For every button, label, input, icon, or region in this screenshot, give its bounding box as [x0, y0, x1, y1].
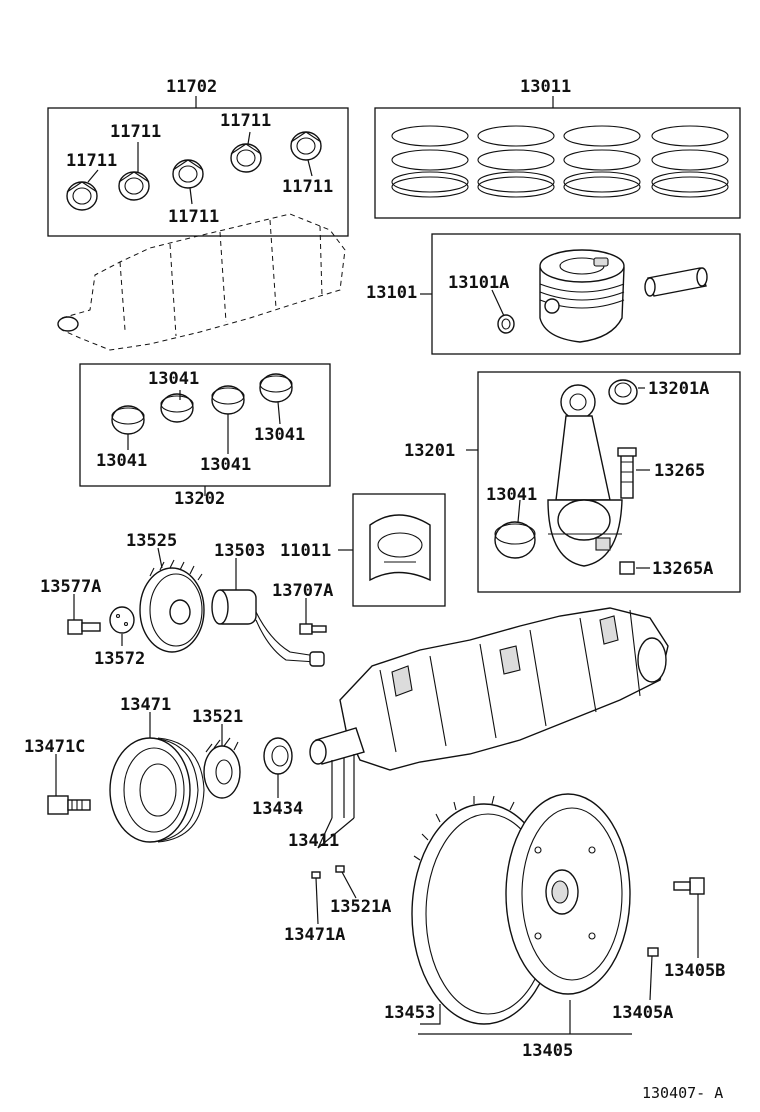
bearing-shell-5[interactable] — [290, 131, 322, 161]
bearing-shell-3[interactable] — [172, 159, 204, 189]
label-13405A[interactable]: 13405A — [612, 1003, 673, 1023]
connecting-rod-bearing-single[interactable] — [494, 521, 536, 559]
label-13202[interactable]: 13202 — [174, 489, 225, 509]
label-13471A[interactable]: 13471A — [284, 925, 345, 945]
gear-key[interactable] — [335, 865, 345, 873]
connecting-rod-nut[interactable] — [619, 561, 635, 575]
label-11011[interactable]: 11011 — [280, 541, 331, 561]
rod-bearing-shell-4[interactable] — [259, 373, 293, 403]
label-13471C[interactable]: 13471C — [24, 737, 85, 757]
piston-pin-snap-ring[interactable] — [497, 314, 515, 334]
bearing-shell-2[interactable] — [118, 171, 150, 201]
piston-pin[interactable] — [644, 267, 708, 297]
label-13041-b[interactable]: 13041 — [254, 425, 305, 445]
piston-ring-set-3[interactable] — [563, 125, 641, 198]
gasket-kit-bearing[interactable] — [369, 514, 431, 582]
piston-ring-sets — [391, 125, 729, 198]
pulley-bolt[interactable] — [47, 795, 91, 815]
diagram-reference-code: 130407- A — [642, 1084, 723, 1102]
bearing-shell-4[interactable] — [230, 143, 262, 173]
label-11711-a[interactable]: 11711 — [110, 122, 161, 142]
bearing-shell-1[interactable] — [66, 181, 98, 211]
flywheel-dowel-pin[interactable] — [647, 947, 659, 957]
label-11711-d[interactable]: 11711 — [282, 177, 333, 197]
piston-ring-set-box — [374, 107, 741, 219]
label-13265A[interactable]: 13265A — [652, 559, 713, 579]
label-11711-c[interactable]: 11711 — [66, 151, 117, 171]
label-13265[interactable]: 13265 — [654, 461, 705, 481]
label-13707A[interactable]: 13707A — [272, 581, 333, 601]
crankshaft-front-spacer[interactable] — [263, 737, 293, 775]
label-13411[interactable]: 13411 — [288, 831, 339, 851]
piston-ring-set-2[interactable] — [477, 125, 555, 198]
timing-gear-bolt[interactable] — [67, 619, 101, 635]
label-13101A[interactable]: 13101A — [448, 273, 509, 293]
connecting-rod-bearing-shells — [111, 373, 293, 435]
main-bearing-shells — [66, 131, 322, 211]
label-13453[interactable]: 13453 — [384, 1003, 435, 1023]
flywheel[interactable] — [505, 793, 631, 995]
label-13521[interactable]: 13521 — [192, 707, 243, 727]
crank-position-sensor[interactable] — [211, 589, 325, 667]
connecting-rod-bolt[interactable] — [617, 447, 637, 499]
crankshaft-timing-gear[interactable] — [139, 559, 205, 653]
connecting-rod[interactable] — [547, 384, 623, 567]
label-13405B[interactable]: 13405B — [664, 961, 725, 981]
connecting-rod-assembly-box — [477, 371, 741, 593]
piston[interactable] — [539, 249, 625, 343]
rod-bearing-shell-1[interactable] — [111, 405, 145, 435]
label-13521A[interactable]: 13521A — [330, 897, 391, 917]
crankshaft-pulley[interactable] — [109, 737, 205, 843]
label-13041-a[interactable]: 13041 — [148, 369, 199, 389]
leader-lines — [55, 96, 699, 1035]
label-13201A[interactable]: 13201A — [648, 379, 709, 399]
timing-gear-washer[interactable] — [109, 606, 135, 634]
label-11702[interactable]: 11702 — [166, 77, 217, 97]
label-13572[interactable]: 13572 — [94, 649, 145, 669]
label-11711-b[interactable]: 11711 — [220, 111, 271, 131]
label-13011[interactable]: 13011 — [520, 77, 571, 97]
label-13434[interactable]: 13434 — [252, 799, 303, 819]
label-13405[interactable]: 13405 — [522, 1041, 573, 1061]
label-13041-e[interactable]: 13041 — [486, 485, 537, 505]
crankshaft[interactable] — [309, 607, 669, 818]
oil-pump-drive-gear[interactable] — [203, 737, 241, 799]
piston-ring-set-1[interactable] — [391, 125, 469, 198]
piston-ring-set-4[interactable] — [651, 125, 729, 198]
label-13101[interactable]: 13101 — [366, 283, 417, 303]
label-13041-d[interactable]: 13041 — [200, 455, 251, 475]
label-13503[interactable]: 13503 — [214, 541, 265, 561]
label-13201[interactable]: 13201 — [404, 441, 455, 461]
label-13471[interactable]: 13471 — [120, 695, 171, 715]
label-13041-c[interactable]: 13041 — [96, 451, 147, 471]
sensor-bolt[interactable] — [299, 623, 327, 635]
label-11711-e[interactable]: 11711 — [168, 207, 219, 227]
crankshaft-ghost-outline — [57, 213, 346, 351]
label-13577A[interactable]: 13577A — [40, 577, 101, 597]
part-number-labels: 11702 11711 11711 11711 11711 11711 1301… — [24, 77, 725, 1102]
label-13525[interactable]: 13525 — [126, 531, 177, 551]
rod-bearing-shell-2[interactable] — [160, 393, 194, 423]
connecting-rod-small-end-bushing[interactable] — [608, 379, 638, 405]
pulley-key[interactable] — [311, 871, 321, 879]
rod-bearing-shell-3[interactable] — [211, 385, 245, 415]
flywheel-bolt[interactable] — [673, 877, 705, 895]
